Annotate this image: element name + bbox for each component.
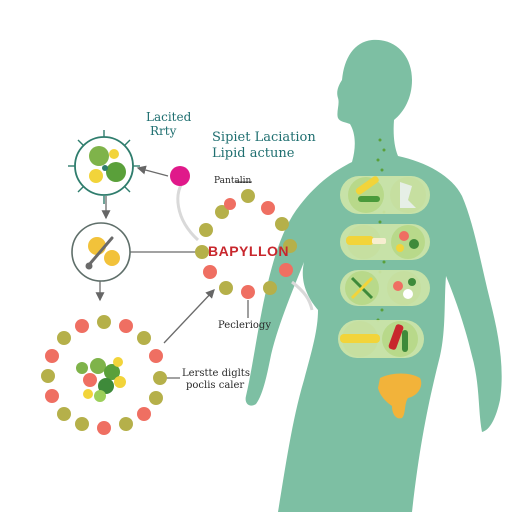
organ-panel-1 — [340, 176, 430, 214]
organ-panel-3 — [340, 270, 430, 306]
stomach-icon — [378, 373, 422, 419]
lacted-label-2: Rrty — [150, 124, 177, 138]
bapyllon-ring — [195, 189, 297, 299]
magenta-node-icon — [170, 166, 190, 186]
organ-panel-2 — [340, 224, 430, 260]
pecleriogy-label: Pecleriogy — [218, 320, 271, 331]
organ-panel-4 — [338, 320, 424, 358]
lacted-label-1: Lacited — [146, 110, 192, 124]
sipiet-label-2: Lipid actune — [212, 146, 295, 161]
lerstte-label-1: Lerstte diglts — [182, 368, 250, 379]
sipiet-label-1: Sipiet Laciation — [212, 130, 316, 145]
cell-icon — [68, 130, 140, 204]
lerstte-label-2: poclis caler — [186, 380, 245, 391]
enzyme-magnifier-icon — [71, 222, 131, 282]
pantalin-label: Pantalin — [214, 176, 252, 186]
nutrient-ring — [41, 315, 167, 435]
bapyllon-title: BAPYLLON — [208, 243, 289, 259]
